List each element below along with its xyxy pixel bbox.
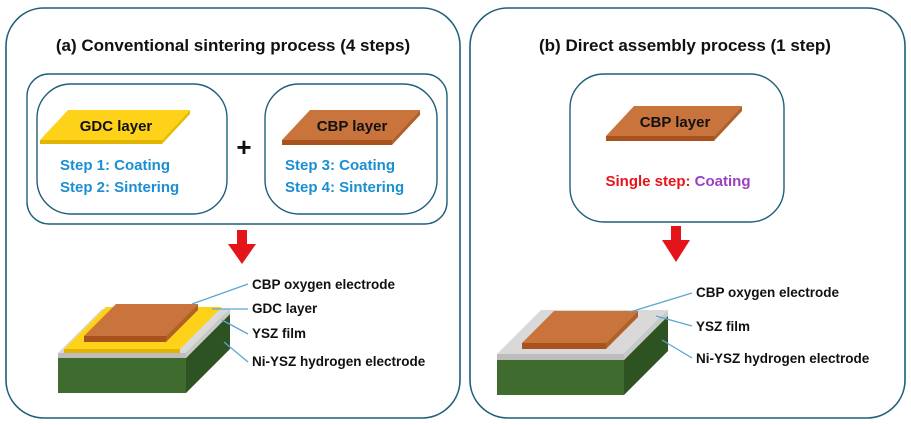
cbp-layer-plate-b <box>606 106 742 141</box>
plus-sign: + <box>236 132 251 162</box>
label-gdc-layer-a: GDC layer <box>252 301 318 316</box>
panel-a-title: (a) Conventional sintering process (4 st… <box>56 36 410 55</box>
down-arrow-a <box>228 230 256 264</box>
label-ni-ysz-electrode-a: Ni-YSZ hydrogen electrode <box>252 354 426 369</box>
gdc-step-box <box>36 83 228 215</box>
down-arrow-b <box>662 226 690 262</box>
cbp-electrode-b <box>522 311 638 349</box>
panel-b-frame <box>469 7 906 419</box>
cbp-layer-label-a: CBP layer <box>317 118 388 135</box>
panel-b-title: (b) Direct assembly process (1 step) <box>539 36 831 55</box>
label-ysz-film-a: YSZ film <box>252 326 306 341</box>
step-4-label: Step 4: Sintering <box>285 179 404 196</box>
label-cbp-oxygen-electrode-a: CBP oxygen electrode <box>252 277 396 292</box>
single-step-box <box>569 73 785 223</box>
panel-a-frame <box>5 7 461 419</box>
step-3-label: Step 3: Coating <box>285 157 395 174</box>
single-step-prefix: Single step: <box>605 173 694 190</box>
step-2-label: Step 2: Sintering <box>60 179 179 196</box>
single-step-action: Coating <box>695 173 751 190</box>
gdc-layer-label: GDC layer <box>80 118 153 135</box>
gdc-layer-plate <box>40 110 190 144</box>
cell-stack-b <box>497 310 668 395</box>
cell-stack-a <box>58 304 230 393</box>
leader-lines-b <box>629 292 693 359</box>
single-step-label: Single step: Coating <box>605 173 750 190</box>
cbp-step-box <box>264 83 438 215</box>
label-ysz-film-b: YSZ film <box>696 319 750 334</box>
cbp-layer-plate-a <box>282 110 420 145</box>
step-1-label: Step 1: Coating <box>60 157 170 174</box>
cbp-layer-label-b: CBP layer <box>640 114 711 131</box>
label-ni-ysz-electrode-b: Ni-YSZ hydrogen electrode <box>696 351 870 366</box>
label-cbp-oxygen-electrode-b: CBP oxygen electrode <box>696 285 840 300</box>
leader-lines-a <box>191 283 249 363</box>
cbp-electrode-a <box>84 304 198 342</box>
panel-a-steps-container <box>26 73 448 225</box>
